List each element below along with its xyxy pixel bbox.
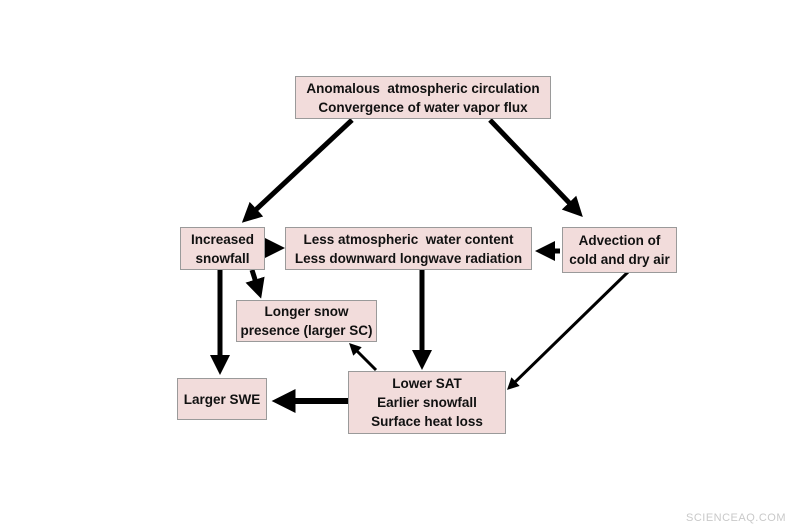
node-snowfall-line-1: Increased xyxy=(190,231,255,247)
arrow-advection-to-sat xyxy=(506,270,630,390)
node-larger-swe: Larger SWE xyxy=(177,378,267,420)
node-water-content-line-2: Less downward longwave radiation xyxy=(294,250,523,266)
node-snowfall-line-2: snowfall xyxy=(195,250,250,266)
node-advection-line-2: cold and dry air xyxy=(569,252,670,267)
node-sat-line-2: Earlier snowfall xyxy=(377,395,477,410)
node-circulation-line-1: Anomalous atmospheric circulation xyxy=(306,80,540,96)
node-water-content-line-1: Less atmospheric water content xyxy=(303,231,514,247)
arrow-sat-to-snow-presence xyxy=(349,343,378,372)
node-snow-presence-line-2: presence (larger SC) xyxy=(240,323,373,338)
node-water-content: Less atmospheric water content Less down… xyxy=(285,227,532,270)
node-advection-line-1: Advection of xyxy=(578,233,661,248)
node-snow-presence: Longer snow presence (larger SC) xyxy=(236,300,377,342)
node-sat-line-1: Lower SAT xyxy=(392,376,462,391)
node-advection: Advection of cold and dry air xyxy=(562,227,677,273)
node-sat-line-3: Surface heat loss xyxy=(371,414,483,429)
node-lower-sat: Lower SAT Earlier snowfall Surface heat … xyxy=(348,371,506,434)
node-increased-snowfall: Increased snowfall xyxy=(180,227,265,270)
arrow-circulation-to-snowfall xyxy=(241,118,354,223)
arrow-snowfall-to-snow-presence xyxy=(245,269,265,299)
node-circulation: Anomalous atmospheric circulation Conver… xyxy=(295,76,551,119)
node-circulation-line-2: Convergence of water vapor flux xyxy=(318,99,528,115)
node-snow-presence-line-1: Longer snow xyxy=(264,304,349,319)
watermark: SCIENCEAQ.COM xyxy=(685,512,786,524)
arrow-circulation-to-advection xyxy=(488,118,583,218)
node-swe-line-1: Larger SWE xyxy=(183,391,261,407)
